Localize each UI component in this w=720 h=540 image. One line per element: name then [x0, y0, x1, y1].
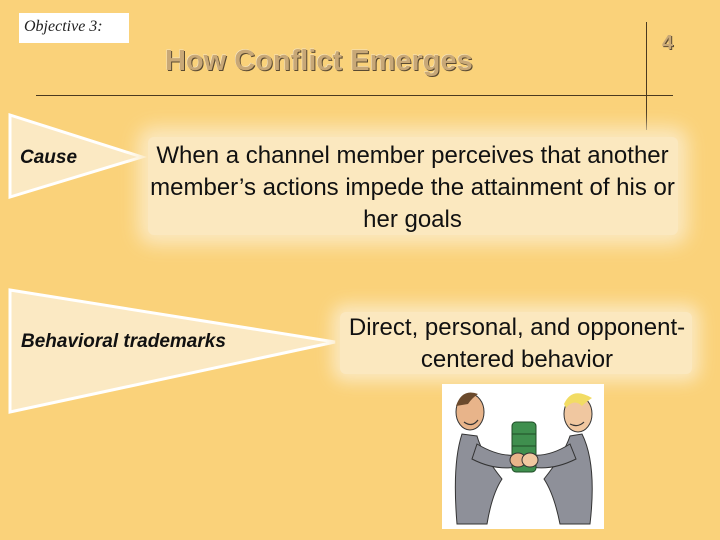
- cause-description: When a channel member perceives that ano…: [150, 142, 675, 233]
- behavioral-description-box: [340, 312, 692, 374]
- title-divider-vertical: [646, 22, 647, 130]
- title-divider-horizontal: [36, 95, 673, 96]
- conflict-tug-of-war-illustration: [442, 384, 604, 529]
- behavioral-pennant: [8, 288, 336, 414]
- cause-label: Cause: [20, 147, 78, 168]
- cause-description-box: [148, 137, 678, 235]
- page-number: 4: [662, 32, 674, 54]
- objective-label: Objective 3:: [19, 13, 129, 43]
- behavioral-trademarks-label: Behavioral trademarks: [21, 331, 226, 352]
- slide-title: How Conflict Emerges: [165, 45, 473, 77]
- behavioral-description: Direct, personal, and opponent-centered …: [348, 314, 686, 373]
- cause-pennant: [8, 112, 148, 200]
